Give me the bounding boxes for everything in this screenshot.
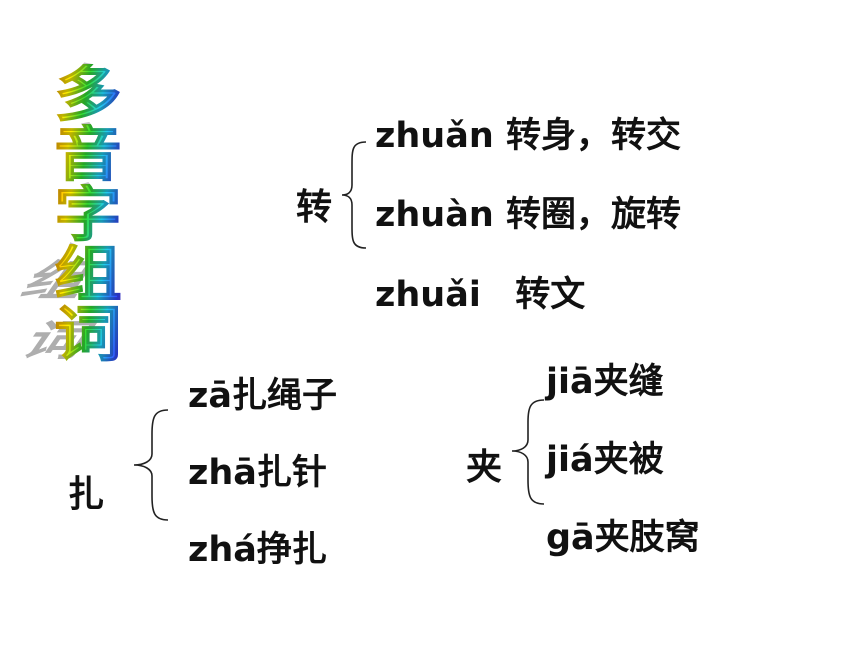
group-za-char: 扎 [68, 474, 105, 515]
group-zhuan-item-3: zhuǎi 转文 [375, 275, 585, 315]
word-text: 转身，转交 [505, 116, 681, 156]
group-zhuan-item-1: zhuǎn 转身，转交 [375, 116, 681, 156]
title-char: 组 [34, 244, 142, 307]
word-text: 转圈，旋转 [505, 195, 681, 235]
group-za-item-2: zhā扎针 [188, 453, 327, 493]
word-text: 夹缝 [593, 362, 664, 402]
pinyin-text: zhā [188, 453, 257, 493]
group-jia-brace [511, 399, 545, 505]
title-char: 多 [34, 64, 142, 127]
title-char: 词 [34, 304, 142, 367]
group-zhuan-item-2: zhuàn 转圈，旋转 [375, 195, 681, 235]
pinyin-text: jiā [546, 362, 594, 402]
word-text: 扎针 [256, 453, 327, 493]
group-jia-char: 夹 [466, 447, 503, 488]
group-zhuan-char: 转 [296, 187, 333, 228]
group-jia-item-1: jiā夹缝 [546, 362, 664, 402]
word-text: 夹被 [593, 440, 664, 480]
word-text: 挣扎 [256, 530, 327, 570]
title-char: 字 [34, 184, 142, 247]
pinyin-text: zhuǎi [375, 275, 481, 315]
group-zhuan-brace [341, 141, 367, 249]
group-jia-item-3: gā夹肢窝 [546, 518, 700, 558]
pinyin-text: gā [546, 518, 595, 558]
group-za-item-1: zā扎绳子 [188, 376, 337, 416]
title-char: 音 [34, 124, 142, 187]
pinyin-text: jiá [546, 440, 594, 480]
word-text: 转文 [515, 275, 586, 315]
word-text: 夹肢窝 [594, 518, 700, 558]
group-za-brace [133, 409, 169, 521]
pinyin-text: zhuǎn [375, 116, 494, 156]
group-jia-item-2: jiá夹被 [546, 440, 664, 480]
word-text: 扎绳子 [232, 376, 338, 416]
pinyin-text: zhá [188, 530, 257, 570]
pinyin-text: zhuàn [375, 195, 494, 235]
group-za-item-3: zhá挣扎 [188, 530, 327, 570]
pinyin-text: zā [188, 376, 232, 416]
title-wordart: 组 词 多 音 字 组 词 [11, 64, 140, 367]
